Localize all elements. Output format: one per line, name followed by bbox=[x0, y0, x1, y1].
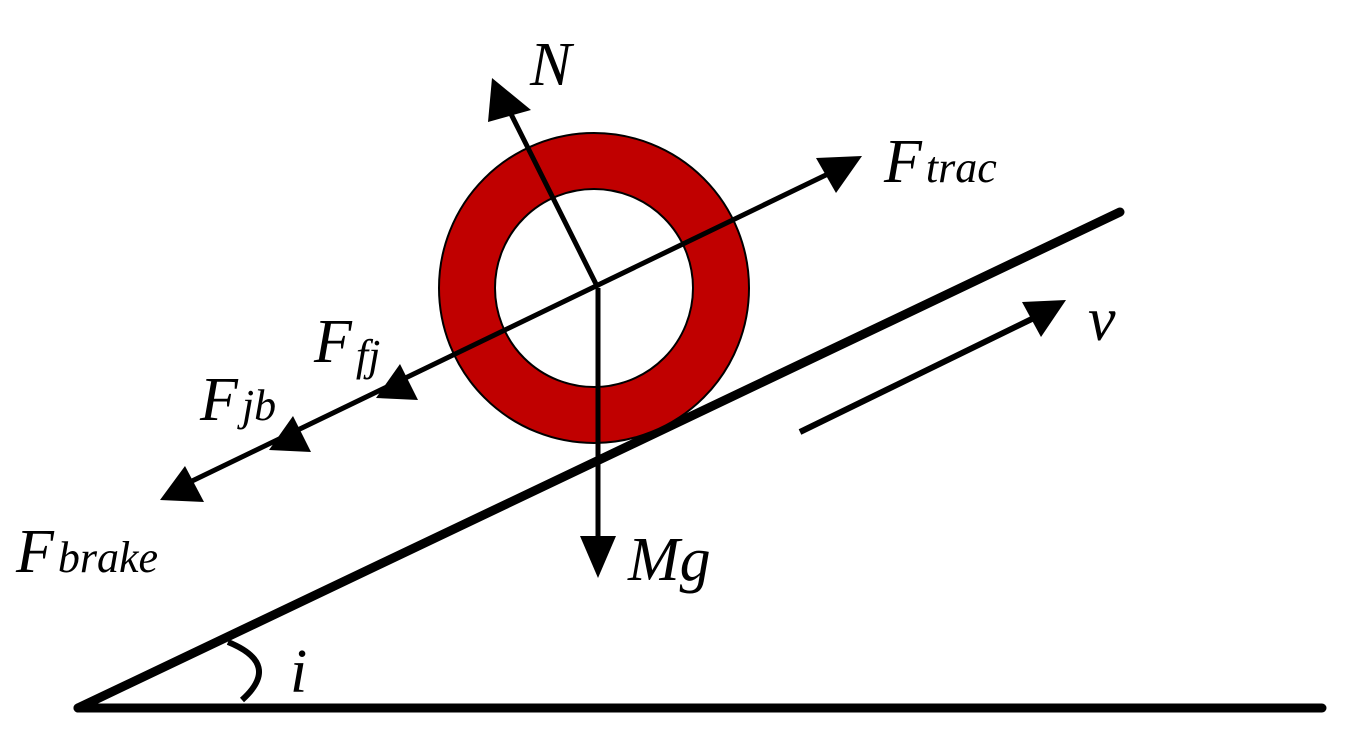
ffj-label-sub: fj bbox=[356, 331, 380, 380]
wheel bbox=[439, 133, 749, 443]
brake-label: Fbrake bbox=[15, 518, 158, 586]
brake-label-sub: brake bbox=[58, 533, 158, 582]
weight-label: Mg bbox=[627, 526, 711, 594]
ffj-label: Ffj bbox=[313, 308, 380, 380]
velocity-label: v bbox=[1088, 286, 1116, 354]
velocity-arrowhead bbox=[1022, 300, 1066, 337]
normal-label: N bbox=[529, 31, 575, 99]
fjb-arrowhead bbox=[269, 416, 311, 452]
angle-arc bbox=[226, 639, 262, 703]
ffj-label-main: F bbox=[313, 308, 353, 376]
brake-arrowhead bbox=[160, 466, 204, 502]
velocity-line bbox=[798, 312, 1042, 435]
ffj-arrowhead bbox=[376, 364, 418, 400]
traction-label: Ftrac bbox=[883, 128, 997, 196]
angle-label: i bbox=[290, 638, 307, 706]
normal-arrowhead bbox=[488, 78, 531, 122]
fjb-label: Fjb bbox=[199, 366, 276, 434]
fjb-label-sub: jb bbox=[237, 381, 276, 430]
brake-label-main: F bbox=[15, 518, 55, 586]
weight-arrowhead bbox=[580, 536, 616, 578]
wheel-outer-edge bbox=[438, 132, 750, 444]
traction-label-sub: trac bbox=[926, 143, 997, 192]
fjb-label-main: F bbox=[199, 366, 239, 434]
traction-arrowhead bbox=[816, 156, 862, 193]
wheel-inner-edge bbox=[494, 188, 694, 388]
normal-force-line bbox=[505, 106, 601, 290]
traction-label-main: F bbox=[883, 128, 923, 196]
